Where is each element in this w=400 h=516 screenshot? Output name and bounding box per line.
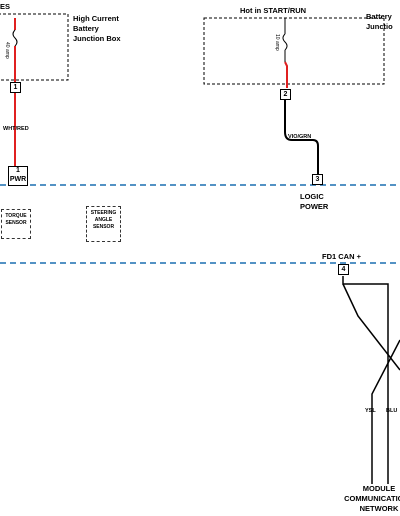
torque-sensor: TORQUE SENSOR <box>1 209 31 239</box>
pin-4: 4 <box>338 264 349 275</box>
wire-vio-grn <box>284 100 319 174</box>
pwr-connector: 1 PWR <box>8 166 28 186</box>
wire-can-blu <box>342 276 389 430</box>
hot-in-start-run: Hot in START/RUN <box>240 6 307 15</box>
logic-power-label: LOGIC POWER <box>300 192 329 211</box>
fuse-left-icon <box>12 29 18 47</box>
wire-can-cross-a <box>342 283 400 371</box>
fuse-right-rating: 10 amp <box>274 34 280 51</box>
junction-box-right-label: Battery Junctio <box>366 12 393 31</box>
wire-label-blu: BLU <box>386 408 398 414</box>
pin-3: 3 <box>312 174 323 185</box>
junction-box-right <box>203 17 385 85</box>
module-communications-network-label: MODULE COMMUNICATIONS NETWORK <box>344 484 400 513</box>
junction-box-left-label: High Current Battery Junction Box <box>73 14 121 43</box>
wire-label-wht-red: WHT/RED <box>3 126 29 132</box>
pin-1-top: 1 <box>10 82 21 93</box>
fuse-right-icon <box>282 33 288 51</box>
wire-label-ysl: YSL <box>365 408 376 414</box>
partial-title-left: ES <box>0 2 11 11</box>
junction-box-left <box>0 13 69 81</box>
can-label: FD1 CAN + <box>322 252 361 261</box>
pin-2: 2 <box>280 89 291 100</box>
wire-label-vio-grn: VIO/GRN <box>288 134 312 140</box>
wire-can-cross-b <box>371 339 400 430</box>
fuse-left-rating: 40 amp <box>4 42 10 59</box>
steering-angle-sensor: STEERING ANGLE SENSOR <box>86 206 121 242</box>
wire-right-red <box>284 61 288 88</box>
